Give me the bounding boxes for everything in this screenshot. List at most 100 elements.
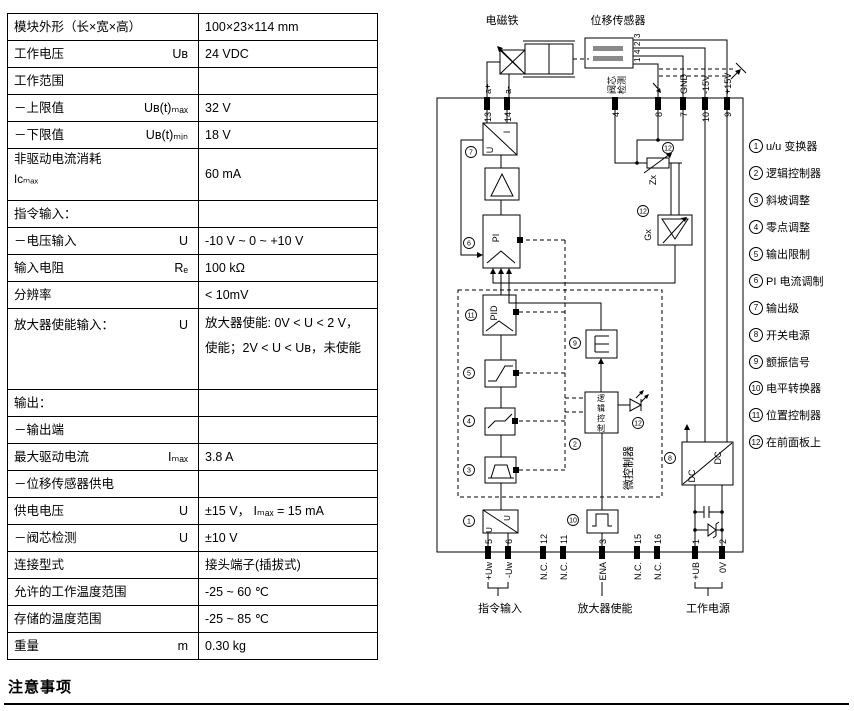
spec-label: 模块外形（长×宽×高） [14,19,142,34]
legend-number: 8 [749,327,763,342]
spec-value: -25 ~ 85 ℃ [198,605,378,633]
legend-number: 5 [749,247,763,261]
sensor-pin-number: 2 [633,41,642,46]
ref-number: 3 [467,468,471,475]
pin-number: 1 [691,539,701,544]
spec-value: < 10mV [198,281,378,309]
legend-number: 6 [749,273,763,288]
block-diagram: 电磁铁 位移传感器 3 2 4 1 13 14 [436,13,747,615]
table-row: 允许的工作温度范围 -25 ~ 60 ℃ [7,578,378,606]
spec-value: 32 V [198,94,378,122]
pin-number: 5 [484,539,494,544]
pin-number: 6 [504,539,514,544]
legend-text: 位置控制器 [766,410,821,423]
capacitor-icon [693,506,724,518]
spec-value [198,67,378,95]
valve-body-left [524,43,550,75]
spec-label: －阀芯检测 [14,530,77,545]
block-label: U [503,515,512,521]
ref-number: 12 [634,421,642,428]
spec-label: 连接型式 [14,557,65,572]
ref-number: 6 [467,241,471,248]
notes-heading: 注意事项 [8,679,73,696]
table-row: 模块外形（长×宽×高）100×23×114 mm [7,13,378,41]
legend-number: 2 [749,166,763,181]
spec-symbol: Uʙ [172,46,188,61]
block-label: I [502,131,512,134]
logic-label-char: 控 [597,413,605,423]
block-label: U [485,527,494,533]
spec-label: 允许的工作温度范围 [14,584,127,599]
terminal-label: GND [679,74,689,95]
legend-number: 7 [749,300,763,315]
terminal-label: 阀芯 [606,76,617,94]
amplifier-card-outline [436,97,744,553]
sensor-pin-number: 1 [633,57,642,62]
zener-diode-icon [693,521,724,539]
ref-number: 1 [467,519,471,526]
spec-label: 工作电压 [14,46,65,61]
ref-number: 5 [467,371,471,378]
power-section: DC DC 8 [664,110,734,546]
logic-label-char: 制 [597,423,605,433]
terminal-label: N.C. [633,562,643,580]
feedback-path: Zx 12 Gx 12 [490,110,693,284]
sensor-icon [584,37,634,69]
table-row: 输出： [7,389,378,417]
testpoint-arrow-icon [652,82,661,93]
table-row: 存储的温度范围-25 ~ 85 ℃ [7,605,378,633]
signal-chain: U I 7 PI 6 PID 11 5 4 3 U U 1 [460,110,521,546]
legend-text: 电平转换器 [766,383,821,396]
terminal-label: N.C. [539,562,549,580]
legend-text: u/u 变换器 [766,141,818,154]
pin-number: 10 [701,112,711,122]
caption-power: 工作电源 [686,601,730,615]
sensor-assembly: 3 2 4 1 [573,33,747,98]
legend-number: 10 [749,381,763,396]
legend-text: 颤振信号 [766,356,810,369]
terminal-label: N.C. [559,562,569,580]
spec-label: 放大器使能输入： [14,318,115,332]
spec-value: -25 ~ 60 ℃ [198,578,378,606]
terminal-label: +Uw [484,562,494,581]
spec-symbol: U [178,530,188,545]
spec-symbol: m [177,638,188,653]
pin-number: 9 [723,112,733,117]
block-label: DC [687,469,697,482]
spec-label: －上限值 [14,100,65,115]
pin-number: 3 [598,539,608,544]
spec-label: 指令输入： [14,206,77,221]
table-row: 分辨率< 10mV [7,281,378,309]
spec-symbol: Rₑ [174,260,188,275]
legend-text: 输出限制 [766,249,810,261]
cable-shield-earth-icon [730,62,747,80]
sensor-core-bar [593,56,623,61]
legend-text: 零点调整 [766,222,810,235]
terminal-label: -15V [701,75,711,94]
spec-label: 输出： [14,395,52,410]
solenoid-title: 电磁铁 [486,14,519,27]
legend-number: 3 [749,193,763,208]
table-row: 工作电压 Uʙ 24 VDC [7,40,378,68]
spec-value: 24 VDC [198,40,378,68]
spec-value: 接头端子(插拔式) [198,551,378,579]
amplifier-block [484,167,520,201]
spec-value [198,389,378,417]
solenoid-assembly [486,40,575,98]
table-row: －输出端 [7,416,378,444]
sensor-pin-number: 3 [633,33,642,38]
terminal-label: -Uw [504,562,514,578]
block-label: DC [713,451,723,464]
spec-value: 放大器使能: 0V < U < 2 V，使能；2V < U < Uʙ，未使能 [198,308,378,390]
legend-number: 12 [749,435,763,450]
pin-number: 7 [679,112,689,117]
